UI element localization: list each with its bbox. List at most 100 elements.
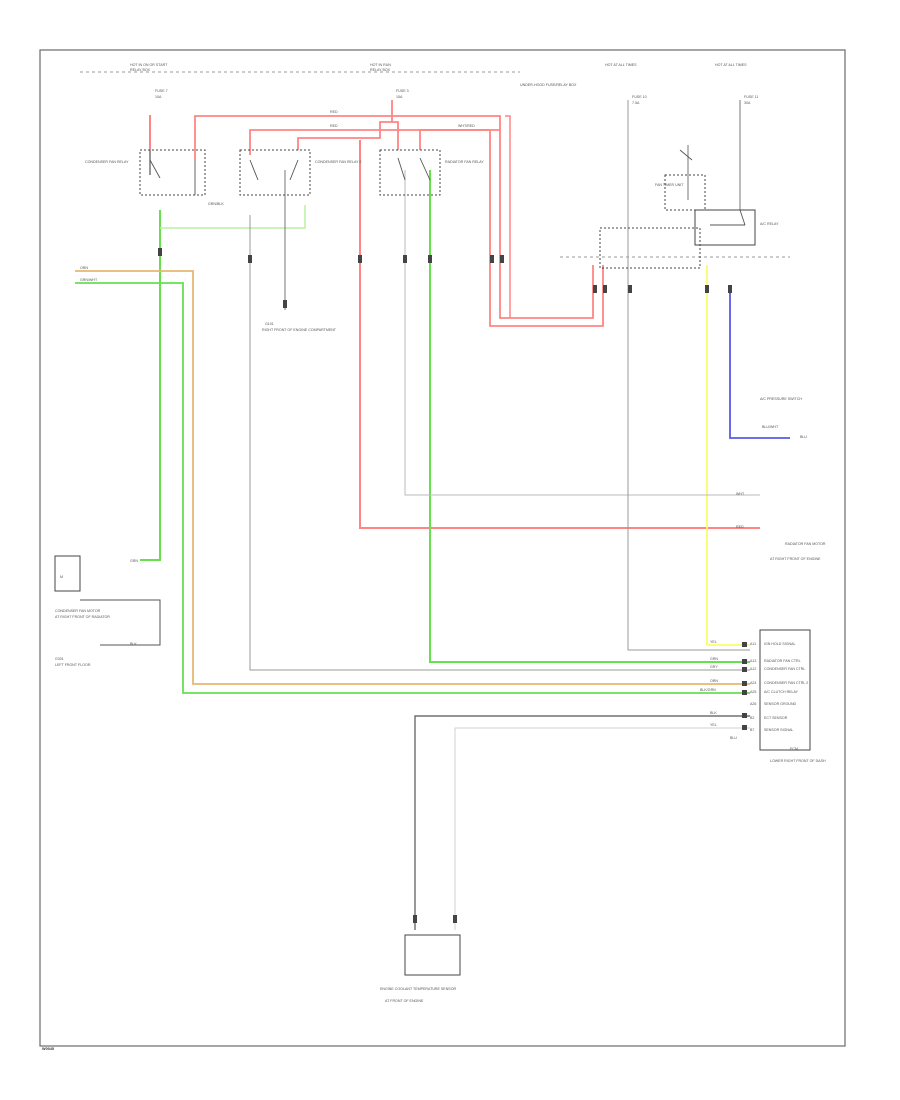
component-name: ECM xyxy=(790,747,798,751)
wire-color-label: YEL xyxy=(710,640,717,644)
blue-wire xyxy=(729,285,790,439)
ecm-pin-id: A24 xyxy=(750,681,756,685)
ecm-pin-labels: A11 IGN HOLD SIGNAL A13 RADIATOR FAN CTR… xyxy=(750,642,808,732)
gray-wire-condenser-ctrl xyxy=(249,215,750,671)
ecm-pin-id: A13 xyxy=(750,659,756,663)
wire-color-label: YEL xyxy=(710,723,717,727)
relay-name: CONDENSER FAN RELAY 2 xyxy=(315,160,361,164)
fuse-amps: 30A xyxy=(744,101,751,105)
red-wire-radiator xyxy=(419,129,500,150)
svg-text:M: M xyxy=(60,575,63,579)
fuse-amps: 10A xyxy=(155,95,162,99)
component-name: RADIATOR FAN MOTOR xyxy=(785,542,826,546)
fuse-block-label: HOT IN RUN xyxy=(370,63,391,67)
wire-color-label: GRN xyxy=(710,657,718,661)
red-wire-outer xyxy=(194,115,594,319)
component-labels: CONDENSER FAN MOTOR AT RIGHT FRONT OF RA… xyxy=(55,83,826,1003)
gray-wire-ign xyxy=(627,100,750,651)
green-wire-condenser-motor xyxy=(140,210,161,561)
fuse-block-label: HOT AT ALL TIMES xyxy=(605,63,637,67)
component-detail: AT RIGHT FRONT OF RADIATOR xyxy=(55,615,110,619)
orange-wire xyxy=(75,270,750,685)
component-name: CONDENSER FAN MOTOR xyxy=(55,609,101,613)
ecm-wire-color-labels: YEL GRN GRY ORN BLK/GRN BLK YEL BLU xyxy=(700,640,737,740)
fuse-amps: 15A xyxy=(396,95,403,99)
ecm-pin-id: B2 xyxy=(750,716,754,720)
ecm-pin-label: CONDENSER FAN CTRL 2 xyxy=(764,681,808,685)
connector-markers xyxy=(158,248,732,923)
relay-name: A/C RELAY xyxy=(760,222,779,226)
component-name: A/C PRESSURE SWITCH xyxy=(760,397,802,401)
ecm-pin-label: SENSOR GROUND xyxy=(764,702,797,706)
component-name: ENGINE COOLANT TEMPERATURE SENSOR xyxy=(380,987,456,991)
ecm-pin-label: RADIATOR FAN CTRL xyxy=(764,659,801,663)
ect-sensor xyxy=(404,934,461,976)
fuse-name: FUSE 3 xyxy=(396,89,409,93)
neutral-wire-group xyxy=(149,100,760,930)
wire-label: BLU xyxy=(800,435,807,439)
fuse-amps: 7.5A xyxy=(632,101,640,105)
gray-wire-sensor xyxy=(404,170,760,496)
fuse-name: FUSE 11 xyxy=(744,95,758,99)
wire-label: RED xyxy=(330,124,338,128)
ecm-pin-id: B7 xyxy=(750,728,754,732)
black-wire-sensor-gnd xyxy=(414,715,750,930)
wire-label: WHT/RED xyxy=(458,124,475,128)
wire-label: WHT xyxy=(736,492,745,496)
wire-color-label: BLU xyxy=(730,736,737,740)
relay-labels: CONDENSER FAN RELAY CONDENSER FAN RELAY … xyxy=(85,160,779,226)
component-detail: LEFT FRONT FLOOR xyxy=(55,663,91,667)
red-wire-condenser2 xyxy=(297,121,399,150)
diagram-id: W0045 xyxy=(42,1047,54,1051)
component-detail: AT FRONT OF ENGINE xyxy=(385,999,424,1003)
ac-pressure-switch xyxy=(664,149,706,211)
condenser-fan-relay-2 xyxy=(239,149,311,196)
wire-color-label: BLK xyxy=(710,711,717,715)
fan-timer-unit xyxy=(599,227,701,269)
wire-label: RED xyxy=(330,110,338,114)
wire-label: GRN xyxy=(130,559,138,563)
component-name: FAN TIMER UNIT xyxy=(655,183,684,187)
fuse-name: FUSE 10 xyxy=(632,95,647,99)
green-wire-clutch xyxy=(75,282,750,694)
component-detail: RIGHT FRONT OF ENGINE COMPARTMENT xyxy=(262,328,337,332)
ecm-pin-label: CONDENSER FAN CTRL xyxy=(764,667,805,671)
ac-relay xyxy=(694,209,756,246)
wire-labels: RED RED WHT/RED ORN GRN/WHT BLU/WHT WHT … xyxy=(80,110,807,646)
wire-label: BLU/WHT xyxy=(762,425,779,429)
ecm-pin-label: IGN HOLD SIGNAL xyxy=(764,642,796,646)
condenser-fan-relay xyxy=(139,149,206,196)
ecm-pin-label: SENSOR SIGNAL xyxy=(764,728,793,732)
wire-color-label: BLK/GRN xyxy=(700,688,716,692)
component-name: G101 xyxy=(265,322,274,326)
wire-color-label: ORN xyxy=(710,679,718,683)
wire-label: ORN xyxy=(80,266,88,270)
fuse-block-sub: RELAY BOX xyxy=(370,68,391,72)
fuse-block-label: HOT AT ALL TIMES xyxy=(715,63,747,67)
white-wire-ect xyxy=(454,727,750,930)
component-name: G301 xyxy=(55,657,64,661)
wire-label: RED xyxy=(736,525,744,529)
ecm-pin-id: A12 xyxy=(750,667,756,671)
fuse-block-sub: RELAY BOX xyxy=(130,68,151,72)
relay-name: RADIATOR FAN RELAY xyxy=(445,160,484,164)
fuse-name: FUSE 7 xyxy=(155,89,168,93)
red-wire-radiator-motor xyxy=(359,140,760,529)
wire-label: GRN/BLK xyxy=(208,202,224,206)
component-detail: LOWER RIGHT FRONT OF DASH xyxy=(770,759,826,763)
component-name: UNDER-HOOD FUSE/RELAY BOX xyxy=(520,83,577,87)
yellow-wire xyxy=(706,265,750,646)
red-wire-group xyxy=(149,100,760,529)
wire-color-label: GRY xyxy=(710,665,718,669)
red-wire-inner xyxy=(249,129,604,327)
fuse-block-label: HOT IN ON OR START xyxy=(130,63,168,67)
green-wire-group xyxy=(75,170,750,694)
ecm-pin-markers xyxy=(742,642,747,730)
diagram-frame xyxy=(39,49,846,1047)
ecm-pin-id: A11 xyxy=(750,642,756,646)
ecm-pin-id: A25 xyxy=(750,690,756,694)
fuse-labels: FUSE 7 10A FUSE 3 15A FUSE 10 7.5A FUSE … xyxy=(155,89,758,105)
green-wire-light xyxy=(160,205,306,229)
condenser-fan-motor: M xyxy=(54,555,161,646)
